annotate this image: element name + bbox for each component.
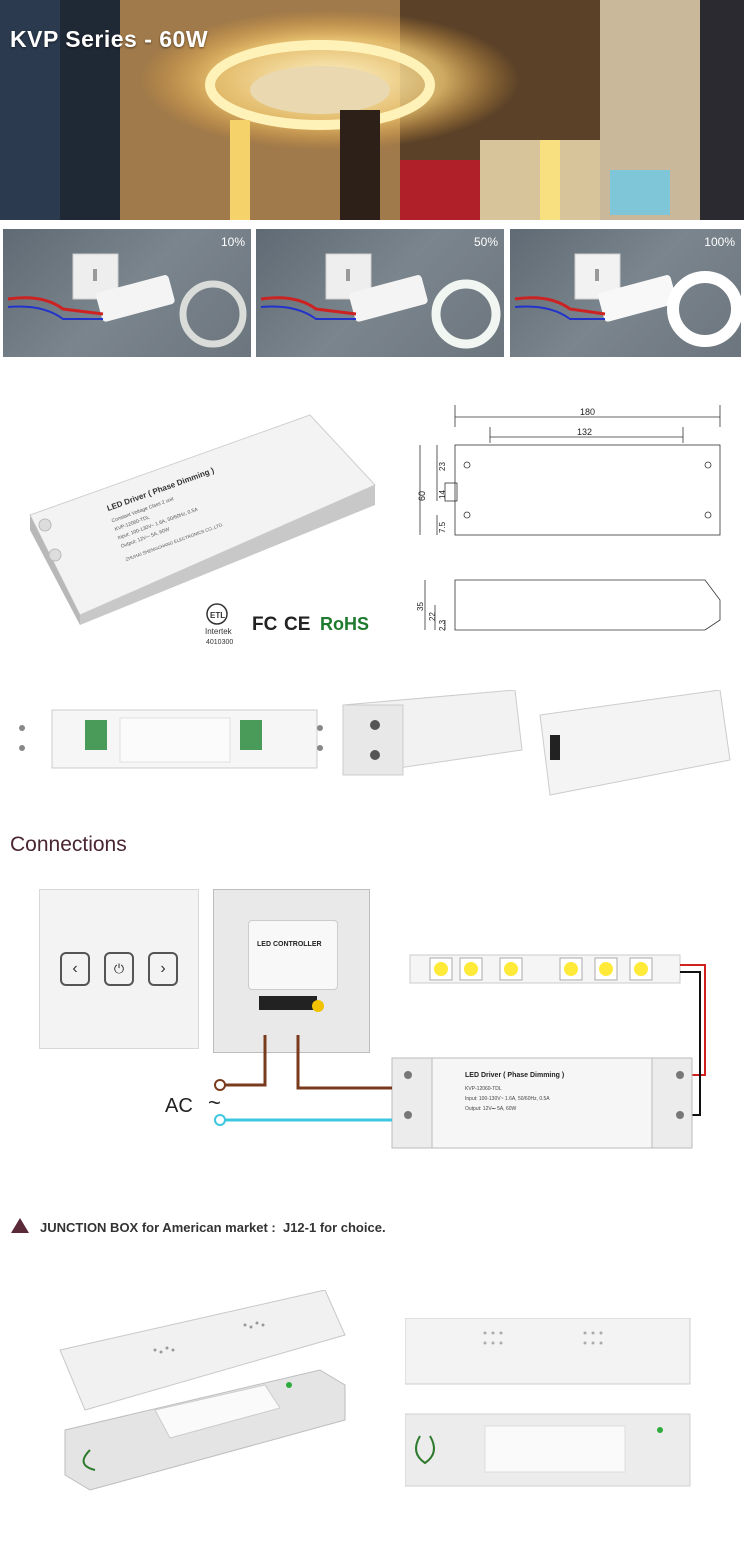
fc-mark: FC — [252, 614, 278, 635]
dim-14: 14 — [438, 490, 447, 499]
junction-box-lid — [59, 1290, 346, 1411]
dim-22: 22 — [428, 612, 437, 621]
etl-icon — [206, 603, 228, 625]
svg-text:ETL: ETL — [210, 611, 225, 620]
certification-logos: ETL Intertek 4010300 FC CE RoHS — [205, 603, 369, 646]
driver-views-row — [19, 690, 731, 796]
driver-product-illustration: LED Driver ( Phase Dimming ) Constant Vo… — [29, 414, 376, 625]
driver-back-view — [539, 690, 731, 796]
etl-num: 4010300 — [206, 639, 233, 646]
etl-sub: Intertek — [205, 627, 233, 636]
driver-top-view — [19, 709, 323, 769]
controller-knob — [312, 1000, 324, 1012]
dimmer-left-icon[interactable]: ‹ — [60, 952, 90, 986]
dimming-level-10: 10% — [220, 235, 245, 249]
controller-terminal — [259, 996, 317, 1010]
hero-title: KVP Series - 60W — [10, 26, 209, 52]
dim-2-3: 2.3 — [438, 619, 447, 631]
dimension-drawing: 180 132 60 23 14 7.5 35 22 2.3 — [416, 405, 721, 631]
dim-23: 23 — [438, 462, 447, 471]
dim-height: 35 — [416, 602, 425, 611]
dimming-panel-100: 100% — [510, 229, 741, 357]
dim-width: 60 — [417, 491, 427, 501]
dimmer-right-icon[interactable]: › — [148, 952, 178, 986]
controller-title: LED CONTROLLER — [257, 941, 322, 948]
dimming-panel-50: 50% — [256, 229, 504, 357]
junction-box-open-illustration — [59, 1290, 346, 1491]
ac-symbol: ~ — [208, 1090, 221, 1115]
hero-banner: KVP Series - 60W — [0, 0, 744, 220]
power-icon[interactable]: ⏻ — [104, 952, 134, 986]
rohs-mark: RoHS — [320, 614, 369, 634]
triangle-bullet-icon — [11, 1218, 29, 1233]
junction-box-flat-illustration — [405, 1318, 691, 1487]
hero-ceiling-illustration — [0, 0, 744, 220]
controller-back-panel: LED CONTROLLER — [213, 889, 370, 1053]
junction-box-title: JUNCTION BOX for American market : J12-1… — [40, 1220, 386, 1235]
ce-mark: CE — [284, 614, 310, 635]
controller-module: LED CONTROLLER — [248, 920, 338, 990]
connections-title: Connections — [10, 833, 127, 856]
dimming-photo-50 — [260, 253, 501, 349]
dimming-photo-10 — [7, 253, 247, 348]
dim-mount: 132 — [577, 427, 592, 437]
wiring-driver-input: Input: 100-130V~ 1.6A, 50/60Hz, 0.5A — [465, 1096, 550, 1102]
dimming-level-50: 50% — [473, 235, 498, 249]
wiring-driver-title: LED Driver ( Phase Dimming ) — [465, 1072, 564, 1079]
wiring-diagram: LED Driver ( Phase Dimming ) KVP-12060-T… — [214, 954, 706, 1149]
touch-dimmer-panel: ‹ ⏻ › — [39, 889, 199, 1049]
wiring-driver-model: KVP-12060-TDL — [465, 1086, 502, 1092]
dimming-photo-100 — [514, 253, 741, 347]
dim-7-5: 7.5 — [438, 521, 447, 533]
driver-angled-view — [342, 690, 523, 776]
dimming-panel-10: 10% — [3, 229, 251, 357]
ac-label: AC — [165, 1095, 193, 1117]
junction-box-lid-flat — [405, 1318, 691, 1385]
dim-length: 180 — [580, 407, 595, 417]
wiring-driver-output: Output: 12V⎓ 5A, 60W — [465, 1106, 517, 1112]
dimming-level-100: 100% — [704, 235, 735, 249]
